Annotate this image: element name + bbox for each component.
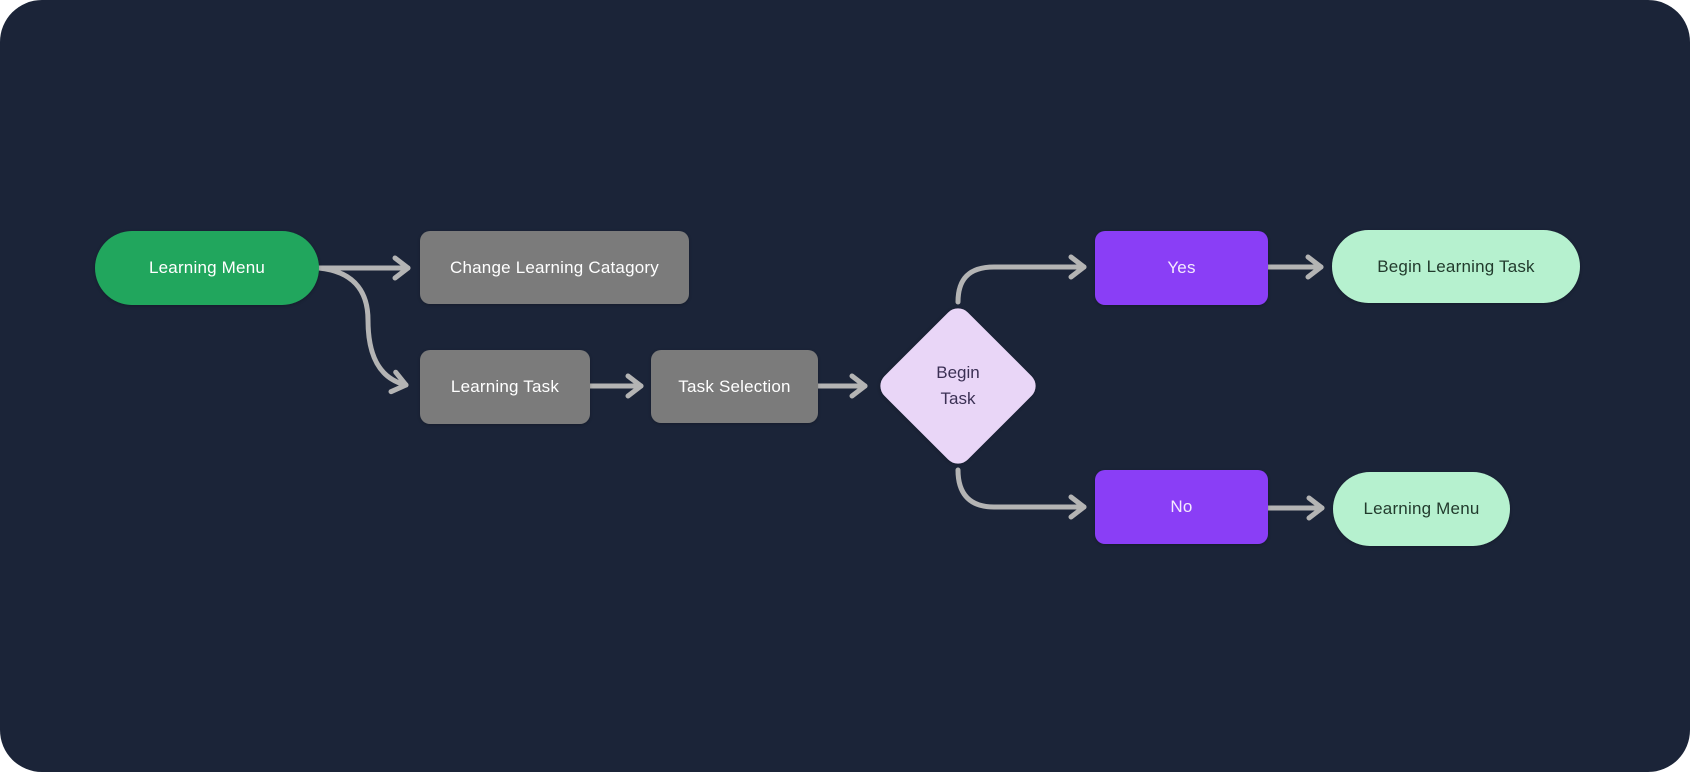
node-learning-menu-start-label: Learning Menu bbox=[148, 258, 265, 277]
node-learning-task[interactable]: Learning Task bbox=[420, 350, 590, 424]
node-begin-learning-task[interactable]: Begin Learning Task bbox=[1332, 230, 1580, 303]
node-learning-menu-start[interactable]: Learning Menu bbox=[95, 231, 319, 305]
node-yes-label: Yes bbox=[1167, 258, 1196, 277]
node-begin-task-decision[interactable]: Begin Task bbox=[874, 302, 1042, 470]
node-no[interactable]: No bbox=[1095, 470, 1268, 544]
connector-decision-to-yes bbox=[955, 254, 1087, 305]
node-begin-task-decision-label: Begin Task bbox=[899, 327, 1017, 445]
node-change-learning-catagory[interactable]: Change Learning Catagory bbox=[420, 231, 689, 304]
decision-label-line2: Task bbox=[940, 389, 976, 408]
node-begin-learning-task-label: Begin Learning Task bbox=[1377, 256, 1535, 276]
connector-start-to-learning-task bbox=[316, 265, 409, 395]
node-learning-task-label: Learning Task bbox=[450, 377, 560, 396]
node-task-selection-label: Task Selection bbox=[678, 376, 791, 396]
decision-label-line1: Begin bbox=[936, 363, 980, 382]
connector-decision-to-no bbox=[955, 467, 1087, 520]
node-change-learning-catagory-label: Change Learning Catagory bbox=[450, 257, 659, 277]
node-task-selection[interactable]: Task Selection bbox=[651, 350, 818, 423]
node-yes[interactable]: Yes bbox=[1095, 231, 1268, 305]
node-learning-menu-end-label: Learning Menu bbox=[1363, 499, 1480, 518]
node-learning-menu-end[interactable]: Learning Menu bbox=[1333, 472, 1510, 546]
node-no-label: No bbox=[1170, 497, 1193, 516]
